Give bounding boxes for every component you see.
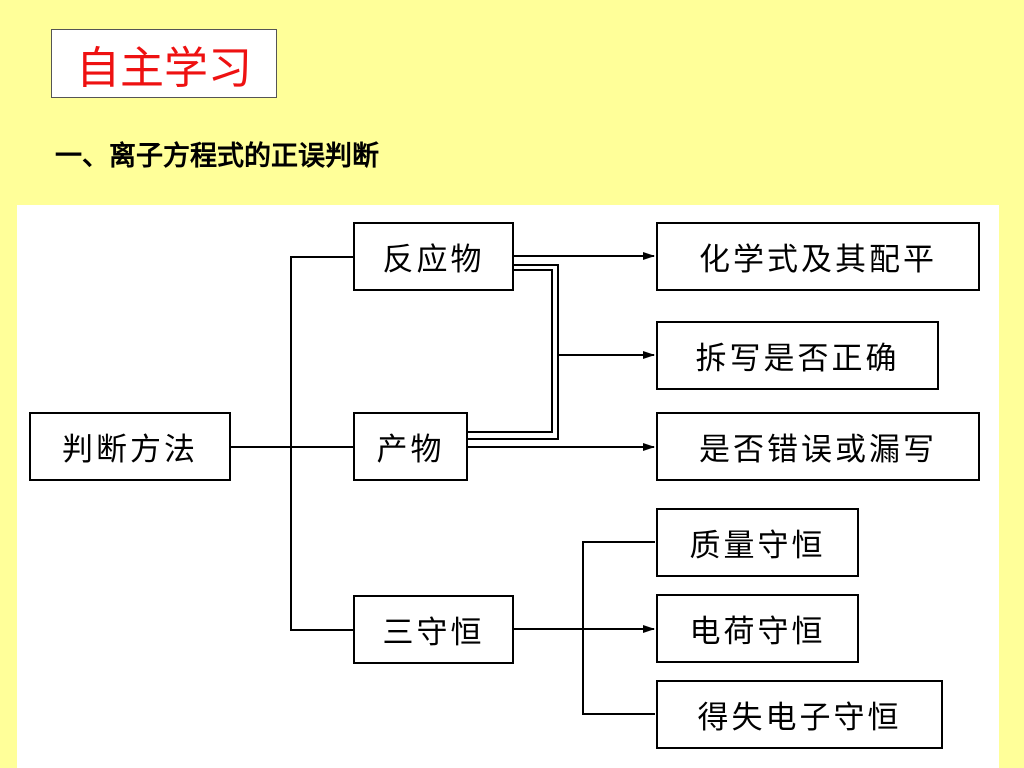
section-heading: 一、离子方程式的正误判断 — [55, 141, 379, 172]
title-box: 自主学习 — [51, 29, 277, 98]
branch-reactants: 反应物 — [353, 222, 514, 291]
diagram-panel — [17, 205, 999, 768]
page-title: 自主学习 — [76, 42, 252, 94]
check-splitting: 拆写是否正确 — [656, 321, 939, 390]
root-node: 判断方法 — [29, 412, 231, 481]
check-electron: 得失电子守恒 — [656, 680, 943, 749]
check-charge: 电荷守恒 — [656, 594, 859, 663]
check-formula: 化学式及其配平 — [656, 222, 980, 291]
branch-products: 产物 — [353, 412, 468, 481]
check-mass: 质量守恒 — [656, 508, 859, 577]
branch-conservation: 三守恒 — [353, 595, 514, 664]
check-errors: 是否错误或漏写 — [656, 412, 980, 481]
